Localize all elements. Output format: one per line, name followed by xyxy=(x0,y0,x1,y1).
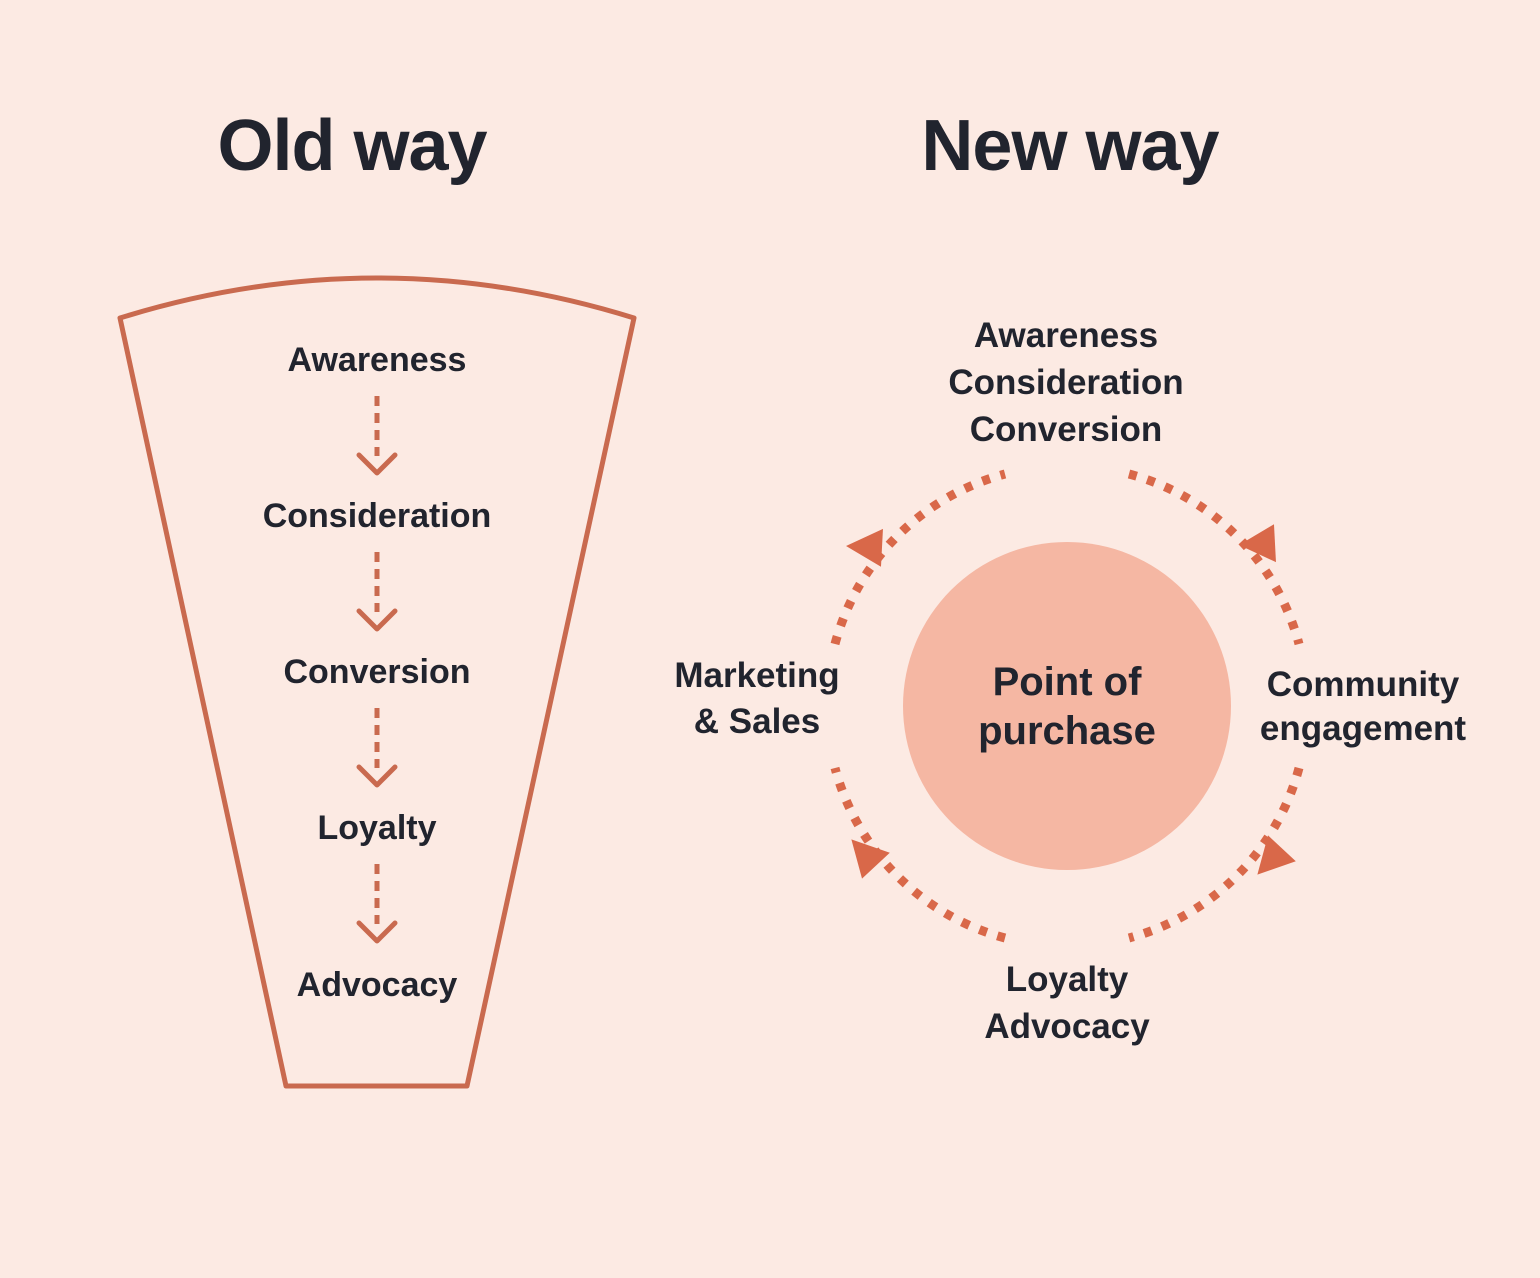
flywheel-label-community-engagement: Community engagement xyxy=(1260,663,1466,751)
funnel-stage-conversion: Conversion xyxy=(283,653,471,691)
engagement-line: engagement xyxy=(1259,709,1467,748)
arrowhead-icon-top-left xyxy=(846,528,883,567)
arrowhead-icon-bottom-right xyxy=(1257,835,1296,875)
funnel-stage-loyalty: Loyalty xyxy=(317,809,437,847)
flywheel-stage-advocacy: Advocacy xyxy=(984,1007,1150,1046)
funnel-stage-consideration: Consideration xyxy=(262,497,492,535)
point-of-line: Point of xyxy=(992,660,1142,704)
point-of-purchase-circle xyxy=(903,542,1231,870)
arrowhead-icon-top-right xyxy=(1239,524,1276,563)
community-line: Community xyxy=(1266,665,1460,704)
marketing-line: Marketing xyxy=(674,656,840,695)
purchase-line: purchase xyxy=(978,709,1156,753)
flywheel-top-stages: Awareness Consideration Conversion xyxy=(948,312,1183,453)
arrowhead-icon-bottom-left xyxy=(851,839,890,879)
flywheel-stage-conversion: Conversion xyxy=(969,410,1163,449)
down-arrow-icon-4 xyxy=(356,864,398,944)
funnel-stage-arrows xyxy=(356,396,398,944)
down-arrow-icon-3 xyxy=(356,708,398,788)
sales-line: & Sales xyxy=(693,702,821,741)
new-way-title: New way xyxy=(921,106,1219,186)
old-way-title: Old way xyxy=(217,106,487,186)
down-arrow-icon-1 xyxy=(356,396,398,476)
funnel-stage-advocacy: Advocacy xyxy=(296,966,458,1004)
flywheel-stage-consideration: Consideration xyxy=(948,363,1184,402)
flywheel-stage-awareness: Awareness xyxy=(973,316,1159,355)
flywheel-label-marketing-sales: Marketing & Sales xyxy=(674,653,839,745)
funnel-stage-awareness: Awareness xyxy=(287,341,467,379)
flywheel-bottom-stages: Loyalty Advocacy xyxy=(984,956,1149,1050)
point-of-purchase-label: Point of purchase xyxy=(978,658,1156,756)
flywheel-stage-loyalty: Loyalty xyxy=(1005,960,1129,999)
flywheel-arrowheads xyxy=(846,524,1296,879)
down-arrow-icon-2 xyxy=(356,552,398,632)
funnel-outline xyxy=(117,275,637,1089)
